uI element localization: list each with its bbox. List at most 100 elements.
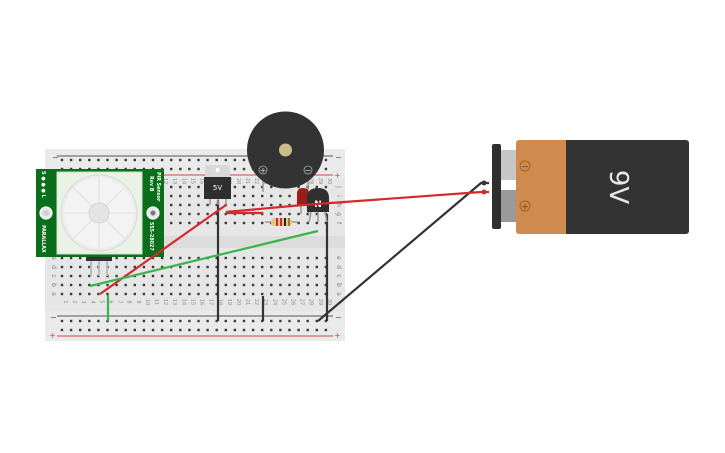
terminal-hole[interactable] bbox=[124, 265, 127, 269]
terminal-hole[interactable] bbox=[261, 203, 264, 207]
terminal-hole[interactable] bbox=[261, 283, 264, 287]
terminal-hole[interactable] bbox=[224, 212, 227, 216]
terminal-hole[interactable] bbox=[251, 194, 255, 198]
terminal-hole[interactable] bbox=[88, 274, 91, 278]
rail-hole[interactable] bbox=[224, 328, 227, 332]
rail-hole[interactable] bbox=[106, 328, 109, 332]
terminal-hole[interactable] bbox=[306, 265, 309, 269]
terminal-hole[interactable] bbox=[179, 274, 182, 278]
rail-hole[interactable] bbox=[242, 158, 246, 162]
terminal-hole[interactable] bbox=[306, 283, 309, 287]
terminal-hole[interactable] bbox=[69, 256, 73, 260]
terminal-hole[interactable] bbox=[170, 185, 173, 189]
terminal-hole[interactable] bbox=[151, 283, 155, 287]
terminal-hole[interactable] bbox=[297, 292, 300, 296]
terminal-hole[interactable] bbox=[88, 265, 91, 269]
terminal-hole[interactable] bbox=[88, 292, 91, 296]
rail-hole[interactable] bbox=[242, 328, 246, 332]
terminal-hole[interactable] bbox=[97, 292, 100, 296]
terminal-hole[interactable] bbox=[261, 292, 264, 296]
rail-hole[interactable] bbox=[115, 319, 118, 323]
terminal-hole[interactable] bbox=[233, 185, 237, 189]
rail-hole[interactable] bbox=[233, 319, 237, 323]
terminal-hole[interactable] bbox=[279, 256, 282, 260]
terminal-hole[interactable] bbox=[60, 292, 64, 296]
terminal-hole[interactable] bbox=[215, 265, 218, 269]
rail-hole[interactable] bbox=[124, 328, 127, 332]
terminal-hole[interactable] bbox=[69, 265, 73, 269]
rail-hole[interactable] bbox=[215, 328, 218, 332]
terminal-hole[interactable] bbox=[206, 283, 209, 287]
rail-hole[interactable] bbox=[315, 328, 318, 332]
pir-sensor[interactable]: S ● ● ● L PARALLAX PIR Sensor Rev B 555-… bbox=[36, 169, 164, 276]
rail-hole[interactable] bbox=[288, 319, 291, 323]
terminal-hole[interactable] bbox=[288, 292, 291, 296]
rail-hole[interactable] bbox=[115, 158, 118, 162]
terminal-hole[interactable] bbox=[242, 292, 246, 296]
terminal-hole[interactable] bbox=[288, 194, 291, 198]
terminal-hole[interactable] bbox=[315, 212, 318, 216]
terminal-hole[interactable] bbox=[79, 283, 82, 287]
rail-hole[interactable] bbox=[297, 319, 300, 323]
rail-hole[interactable] bbox=[188, 328, 191, 332]
terminal-hole[interactable] bbox=[261, 265, 264, 269]
terminal-hole[interactable] bbox=[69, 283, 73, 287]
terminal-hole[interactable] bbox=[197, 256, 200, 260]
battery-9v[interactable]: − + 9V bbox=[481, 140, 690, 234]
rail-hole[interactable] bbox=[197, 328, 200, 332]
terminal-hole[interactable] bbox=[324, 185, 328, 189]
rail-hole[interactable] bbox=[133, 319, 136, 323]
rail-hole[interactable] bbox=[179, 319, 182, 323]
terminal-hole[interactable] bbox=[261, 274, 264, 278]
terminal-hole[interactable] bbox=[115, 292, 118, 296]
terminal-hole[interactable] bbox=[197, 283, 200, 287]
terminal-hole[interactable] bbox=[106, 292, 109, 296]
rail-hole[interactable] bbox=[151, 319, 155, 323]
terminal-hole[interactable] bbox=[251, 283, 255, 287]
terminal-hole[interactable] bbox=[179, 292, 182, 296]
terminal-hole[interactable] bbox=[142, 256, 146, 260]
terminal-hole[interactable] bbox=[142, 265, 146, 269]
terminal-hole[interactable] bbox=[297, 221, 300, 225]
rail-hole[interactable] bbox=[88, 328, 91, 332]
terminal-hole[interactable] bbox=[124, 292, 127, 296]
rail-hole[interactable] bbox=[88, 158, 91, 162]
terminal-hole[interactable] bbox=[170, 221, 173, 225]
terminal-hole[interactable] bbox=[297, 265, 300, 269]
terminal-hole[interactable] bbox=[242, 203, 246, 207]
terminal-hole[interactable] bbox=[279, 212, 282, 216]
terminal-hole[interactable] bbox=[242, 185, 246, 189]
terminal-hole[interactable] bbox=[160, 283, 164, 287]
rail-hole[interactable] bbox=[297, 328, 300, 332]
terminal-hole[interactable] bbox=[251, 292, 255, 296]
rail-hole[interactable] bbox=[60, 328, 64, 332]
terminal-hole[interactable] bbox=[170, 274, 173, 278]
terminal-hole[interactable] bbox=[288, 283, 291, 287]
rail-hole[interactable] bbox=[206, 158, 209, 162]
terminal-hole[interactable] bbox=[233, 256, 237, 260]
rail-hole[interactable] bbox=[79, 158, 82, 162]
rail-hole[interactable] bbox=[79, 328, 82, 332]
terminal-hole[interactable] bbox=[179, 194, 182, 198]
rail-hole[interactable] bbox=[106, 158, 109, 162]
terminal-hole[interactable] bbox=[206, 265, 209, 269]
terminal-hole[interactable] bbox=[306, 221, 309, 225]
terminal-hole[interactable] bbox=[306, 274, 309, 278]
terminal-hole[interactable] bbox=[242, 265, 246, 269]
terminal-hole[interactable] bbox=[242, 194, 246, 198]
rail-hole[interactable] bbox=[251, 319, 255, 323]
terminal-hole[interactable] bbox=[251, 265, 255, 269]
rail-hole[interactable] bbox=[97, 158, 100, 162]
rail-hole[interactable] bbox=[97, 319, 100, 323]
green-wire-signal[interactable] bbox=[89, 229, 319, 288]
terminal-hole[interactable] bbox=[233, 194, 237, 198]
terminal-hole[interactable] bbox=[170, 212, 173, 216]
terminal-hole[interactable] bbox=[188, 185, 191, 189]
terminal-hole[interactable] bbox=[206, 221, 209, 225]
rail-hole[interactable] bbox=[324, 328, 328, 332]
rail-hole[interactable] bbox=[233, 158, 237, 162]
rail-hole[interactable] bbox=[242, 167, 246, 171]
rail-hole[interactable] bbox=[88, 319, 91, 323]
terminal-hole[interactable] bbox=[270, 265, 273, 269]
terminal-hole[interactable] bbox=[297, 256, 300, 260]
